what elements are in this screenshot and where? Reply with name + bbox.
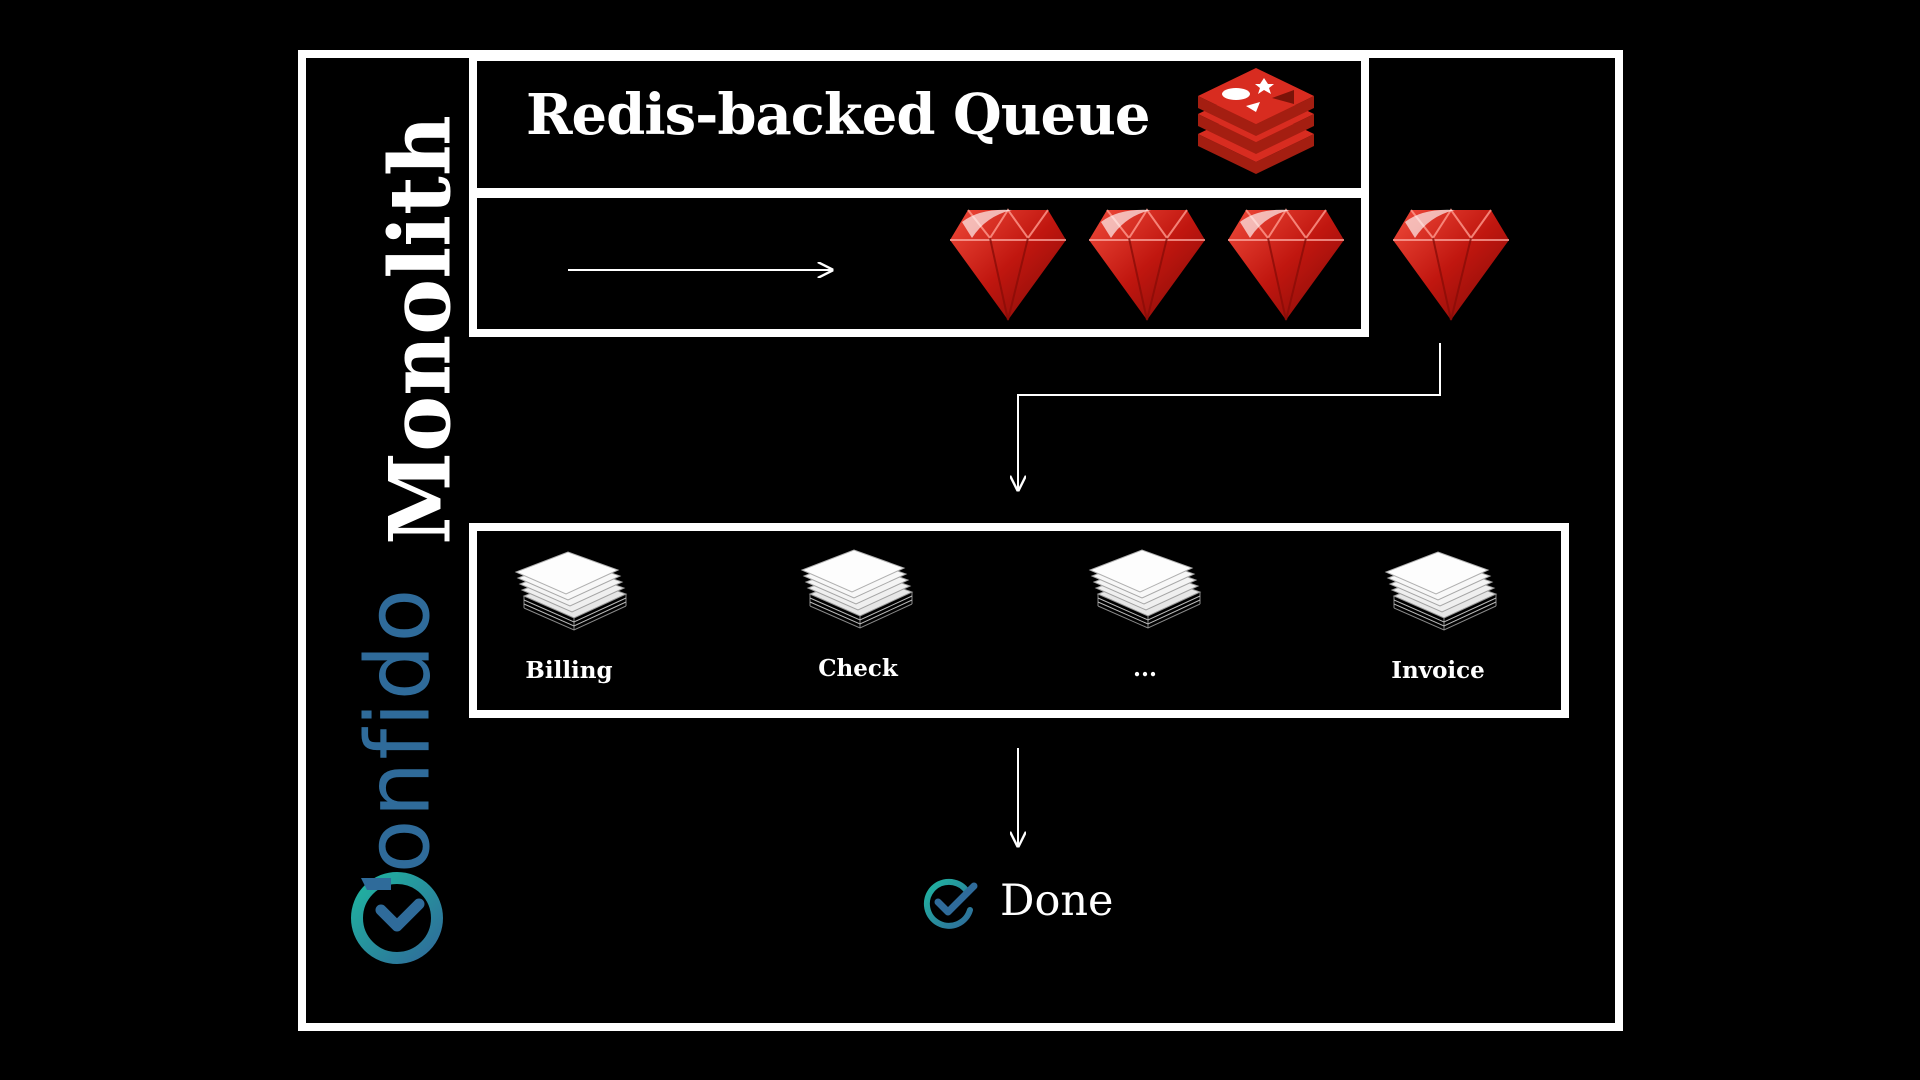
worker-label-ellipsis: ...: [1132, 655, 1158, 682]
worker-label-check: Check: [818, 655, 898, 682]
document-stack-icon: [801, 549, 913, 629]
worker-label-billing: Billing: [525, 657, 613, 684]
document-stack-icon: [1385, 551, 1497, 631]
dequeue-arrow: [1018, 343, 1441, 490]
document-stack-icon: [1089, 549, 1201, 629]
onfido-logo-icon: [351, 872, 443, 964]
ruby-gem-icon: [1088, 208, 1206, 321]
queue-lane-box: [469, 190, 1369, 337]
redis-logo-icon: [1198, 68, 1314, 174]
queue-title: Redis-backed Queue: [526, 82, 1150, 148]
ruby-gem-icon: [1392, 208, 1510, 321]
worker-label-invoice: Invoice: [1391, 657, 1485, 684]
ruby-gem-icon: [949, 208, 1067, 321]
document-stack-icon: [515, 551, 627, 631]
done-label: Done: [1000, 876, 1114, 926]
workers-box: [469, 523, 1569, 718]
ruby-gem-icon: [1227, 208, 1345, 321]
check-circle-icon: [923, 878, 978, 929]
